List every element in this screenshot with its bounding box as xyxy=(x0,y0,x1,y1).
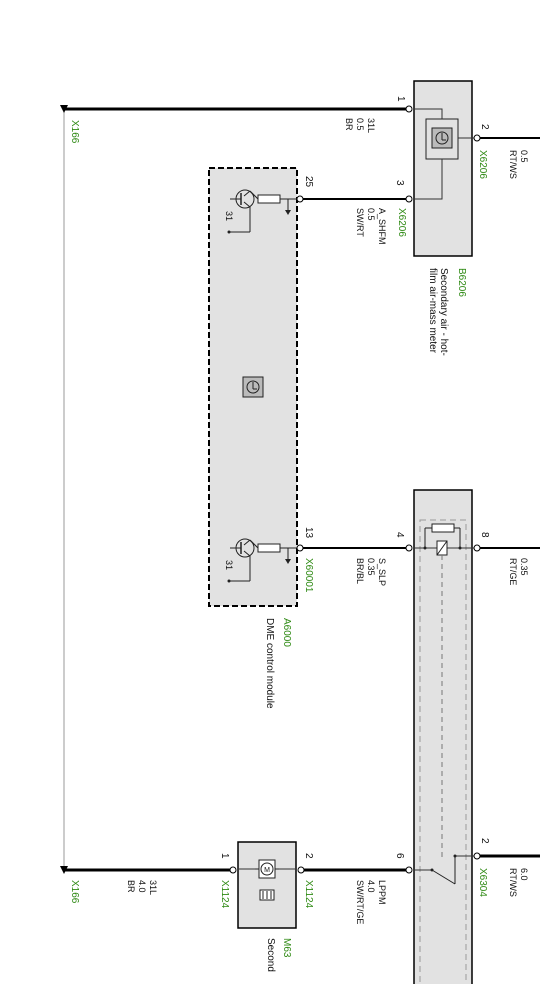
wire2-size: 0.5 xyxy=(519,150,529,163)
wire6-size: 4.0 xyxy=(137,880,147,893)
relay-pin2-label: 2 xyxy=(479,838,490,844)
b6206-pin2-terminal xyxy=(473,134,481,142)
wire2-color: RT/WS xyxy=(508,150,518,179)
wire1-size: 0.5 xyxy=(355,118,365,131)
a6000-pin25-label: 25 xyxy=(303,176,314,188)
svg-text:M: M xyxy=(264,867,270,874)
b6206-body xyxy=(413,80,473,257)
wire5-size: 0.35 xyxy=(519,558,529,576)
a6000-gnd-upper: 31 xyxy=(224,211,234,221)
b6206-desc-line2: film air-mass meter xyxy=(427,268,438,354)
wire8-size: 6.0 xyxy=(519,868,529,881)
wire4-size: 0.35 xyxy=(366,558,376,576)
a6000-desc: DME control module xyxy=(264,618,275,709)
relay-connector-x6304: X6304 xyxy=(477,868,488,897)
m63-pin2-terminal xyxy=(297,866,305,874)
a6000-gnd-lower: 31 xyxy=(224,560,234,570)
b6206-desc-line1: Secondary air - hot- xyxy=(438,268,449,356)
wire7-size: 4.0 xyxy=(366,880,376,893)
relay-pin6-terminal xyxy=(405,866,413,874)
m63-connector-right: X1124 xyxy=(303,880,314,909)
wire3-size: 0.5 xyxy=(366,208,376,221)
m63-body xyxy=(237,841,297,929)
wire1-name: 31L xyxy=(366,118,376,133)
m63-pin2-label: 2 xyxy=(303,853,314,859)
a6000-pin13-label: 13 xyxy=(303,527,314,539)
wire3-color: SW/RT xyxy=(355,208,365,237)
wire7-name: LPPM xyxy=(377,880,387,905)
wire7-color: SW/RT/GE xyxy=(355,880,365,924)
relay-pin8-terminal xyxy=(473,544,481,552)
relay-switch-contact xyxy=(414,854,476,885)
relay-inner-dashed xyxy=(419,519,467,984)
ground-label-bottom: X166 xyxy=(69,880,80,904)
b6206-internal-wiring xyxy=(414,108,476,200)
a6000-output-stage-upper xyxy=(227,189,297,234)
a6000-output-stage-lower xyxy=(227,538,297,583)
relay-coil xyxy=(414,523,476,860)
b6206-pin3-terminal xyxy=(405,195,413,203)
motor-icon: M xyxy=(255,859,279,901)
relay-pin4-terminal xyxy=(405,544,413,552)
m63-pin1-terminal xyxy=(229,866,237,874)
wire3-name: A_SHFM xyxy=(377,208,387,245)
relay-body xyxy=(413,489,473,984)
wire8-color: RT/WS xyxy=(508,868,518,897)
wire4-name: S_SLP xyxy=(377,558,387,586)
a6000-connector-x6206: X6206 xyxy=(396,208,407,237)
b6206-pin2-label: 2 xyxy=(479,124,490,130)
m63-connector-left: X1124 xyxy=(219,880,230,909)
b6206-pin1-terminal xyxy=(405,105,413,113)
ground-label-top: X166 xyxy=(69,120,80,144)
m63-pin1-label: 1 xyxy=(219,853,230,859)
wire6-name: 31L xyxy=(148,880,158,895)
wire4-color: BR/BL xyxy=(355,558,365,584)
b6206-pin3-label: 3 xyxy=(394,180,405,186)
b6206-sensor-icon-circle xyxy=(435,131,449,145)
wire6-color: BR xyxy=(126,880,136,893)
a6000-id: A6000 xyxy=(281,618,292,647)
relay-pin2-terminal xyxy=(473,852,481,860)
relay-pin8-label: 8 xyxy=(479,532,490,538)
a6000-pin25-terminal xyxy=(296,195,304,203)
b6206-pin1-label: 1 xyxy=(395,96,406,102)
wire1-color: BR xyxy=(344,118,354,131)
a6000-connector-x60001: X60001 xyxy=(303,558,314,593)
m63-id: M63 xyxy=(281,938,292,958)
m63-desc: Second xyxy=(265,938,276,972)
relay-pin4-label: 4 xyxy=(394,532,405,538)
b6206-id: B6206 xyxy=(456,268,467,297)
relay-pin6-label: 6 xyxy=(394,853,405,859)
wire5-color: RT/GE xyxy=(508,558,518,585)
b6206-connector-right: X6206 xyxy=(477,150,488,179)
a6000-pin13-terminal xyxy=(296,544,304,552)
